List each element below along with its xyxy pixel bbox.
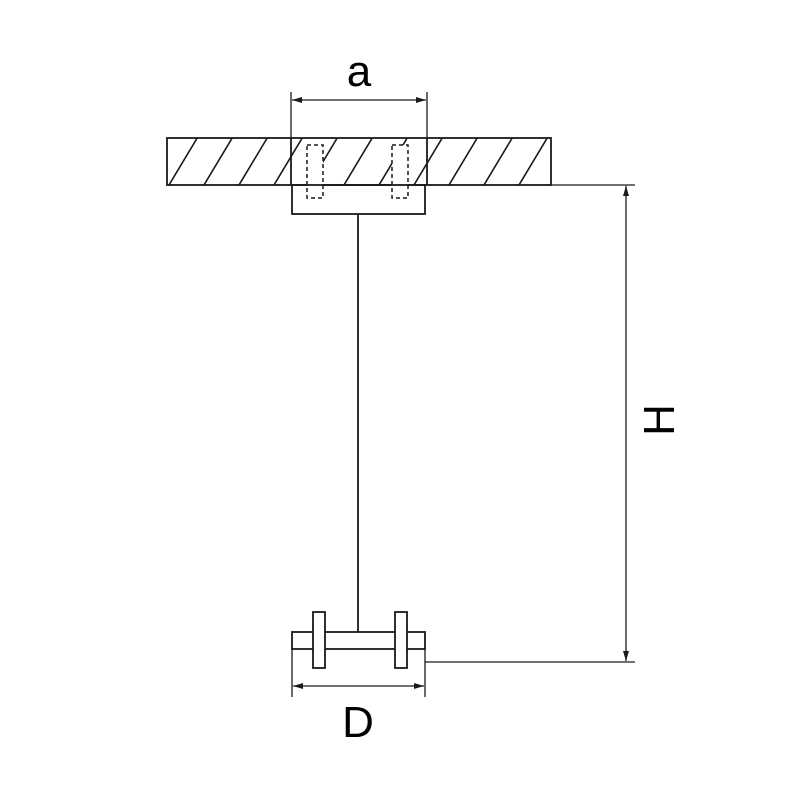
mounting-screws-hidden (306, 144, 409, 199)
dimension-label-h: H (635, 404, 684, 436)
lamp-body (291, 611, 426, 669)
dimension-h (425, 184, 635, 663)
dimension-a (290, 92, 428, 138)
dimension-label-a: a (347, 47, 372, 96)
dimension-label-d: D (342, 698, 374, 747)
ceiling-slab (166, 137, 552, 186)
dimension-d (291, 649, 426, 697)
